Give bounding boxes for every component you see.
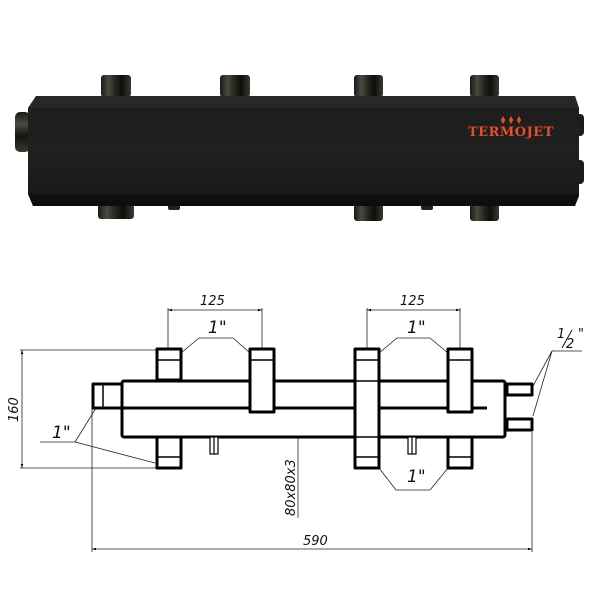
- thread-marks: [102, 359, 472, 458]
- dim-profile: 80x80x3: [284, 459, 299, 516]
- manifold-body: [28, 96, 579, 206]
- thread-label-right: 1 2 ": [557, 327, 584, 352]
- dim-length: 590: [303, 534, 328, 549]
- three-flames-icon: [500, 116, 522, 124]
- left-inlet: [15, 112, 30, 152]
- brand-logo: TERMOJET: [468, 125, 554, 140]
- dim-height: 160: [7, 397, 22, 422]
- thread-label-bottom-right: 1": [407, 467, 426, 487]
- svg-text:": ": [578, 327, 584, 342]
- thread-label-top-right: 1": [407, 318, 426, 338]
- dim-spacing-right: 125: [400, 294, 425, 309]
- manifold-photo: TERMOJET: [15, 75, 584, 221]
- drain-stubs: [209, 436, 417, 455]
- svg-text:2: 2: [566, 337, 574, 352]
- thread-label-left: 1": [52, 423, 71, 443]
- dim-spacing-left: 125: [200, 294, 225, 309]
- thread-label-top-left: 1": [208, 318, 227, 338]
- svg-text:1: 1: [557, 327, 565, 342]
- top-nipples: [101, 75, 499, 97]
- dimension-lines: [20, 308, 582, 552]
